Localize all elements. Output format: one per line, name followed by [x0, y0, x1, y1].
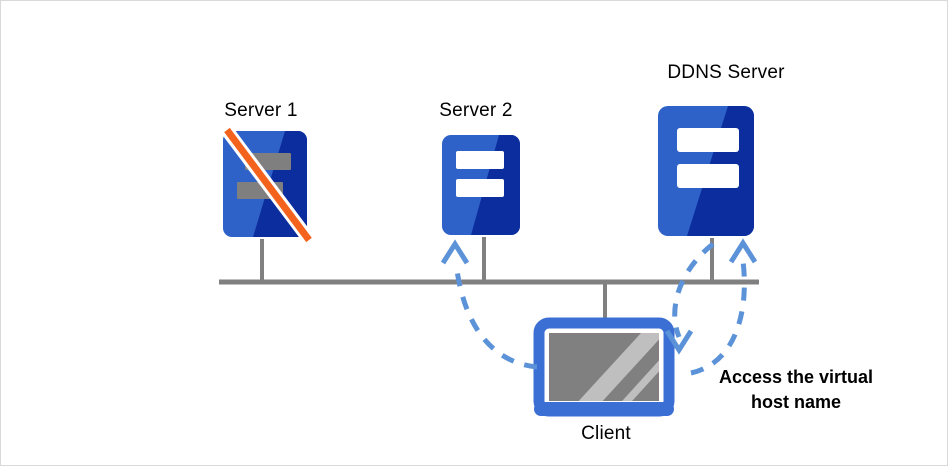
client-label: Client — [581, 423, 631, 444]
access-virtual-host-name-annotation: Access the virtual host name — [691, 365, 901, 415]
arrowhead-server2-icon — [440, 239, 470, 265]
flow-client-to-server2 — [453, 262, 538, 370]
ddns-server-icon[interactable] — [658, 106, 754, 236]
arrowhead-ddns-up-icon — [728, 238, 758, 264]
server1-icon[interactable] — [220, 125, 316, 245]
flow-ddns-down — [672, 242, 715, 338]
network-bus — [219, 237, 759, 327]
client-base — [534, 402, 674, 416]
client-screen-streak-2 — [622, 360, 659, 401]
ddns-bar-top — [677, 128, 739, 152]
annotation-line-2: host name — [750, 392, 842, 412]
server1-disabled-slash-core-icon — [224, 127, 312, 243]
ddns-bar-bottom — [677, 164, 739, 188]
client-screen-streak-1 — [578, 333, 659, 401]
server2-icon[interactable] — [442, 135, 520, 235]
server1-label: Server 1 — [224, 100, 298, 121]
server2-bar-top — [456, 151, 504, 169]
flow-ddns-up — [690, 260, 747, 376]
arrowhead-ddns-down-icon — [664, 329, 694, 355]
ddns-server-label: DDNS Server — [667, 62, 785, 83]
server2-label: Server 2 — [439, 100, 513, 121]
client-icon[interactable] — [533, 317, 683, 417]
flow-arrowheads — [440, 238, 758, 355]
server2-bar-bottom — [456, 179, 504, 197]
flow-arrows — [453, 242, 747, 376]
annotation-line-1: Access the virtual — [718, 367, 874, 387]
